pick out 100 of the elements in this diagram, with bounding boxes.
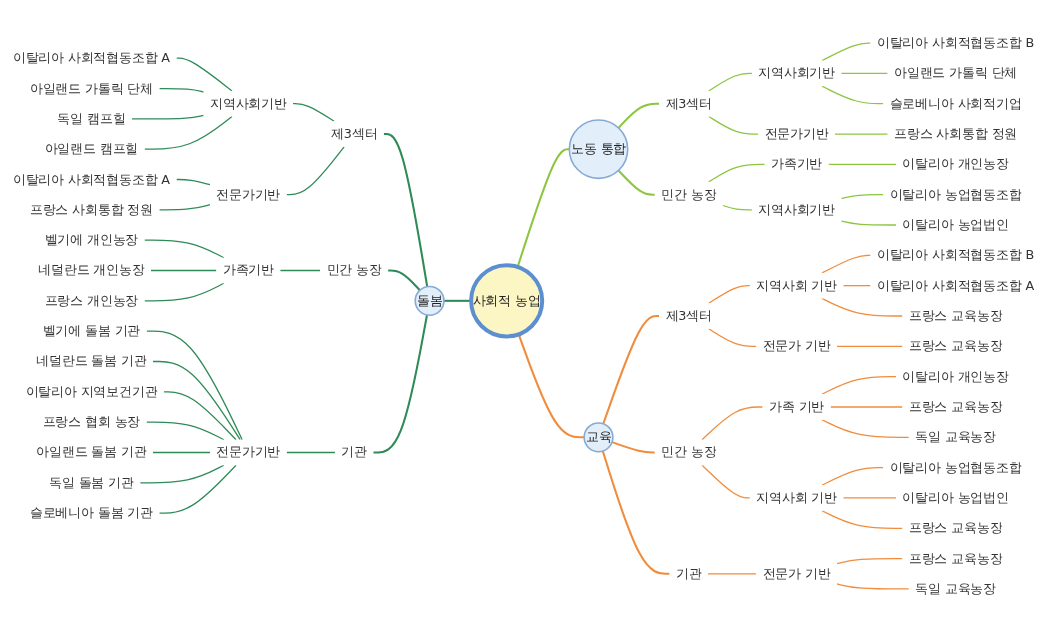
connector <box>827 163 897 165</box>
connector <box>821 42 872 62</box>
node-text: 네덜란드 돌봄 기관 <box>36 353 147 369</box>
connector <box>152 451 211 454</box>
node-text: 이탈리아 농업협동조합 <box>889 186 1022 202</box>
connector <box>143 282 225 302</box>
node-text: 프랑스 교육농장 <box>908 399 1003 415</box>
node-text: 가족 기반 <box>769 399 825 415</box>
node-text: 이탈리아 개인농장 <box>902 156 1009 172</box>
connector <box>842 285 872 287</box>
node-text: 이탈리아 지역보건기관 <box>25 383 158 400</box>
node-text: 독일 교육농장 <box>915 429 996 445</box>
node-text: 벨기에 개인농장 <box>44 232 139 248</box>
connector <box>139 464 225 484</box>
connector <box>708 328 757 347</box>
node-text: 제3섹터 <box>665 95 713 111</box>
node-text: 아일랜드 돌봄 기관 <box>36 444 147 460</box>
node-text: 민간 농장 <box>661 444 717 460</box>
connector <box>152 360 241 441</box>
node-text: 이탈리아 사회적협동조합 A <box>876 277 1035 293</box>
node-text: 전문가 기반 <box>762 338 831 354</box>
connector <box>131 114 205 120</box>
connector <box>163 391 237 441</box>
node-text: 기관 <box>676 565 702 581</box>
node-text: 아일랜드 가톨릭 단체 <box>894 65 1018 81</box>
connector <box>617 102 660 129</box>
connector <box>707 573 757 575</box>
connector <box>286 146 345 196</box>
node-text: 이탈리아 사회적협동조합 A <box>12 50 171 66</box>
node-circle: 돌봄 <box>414 285 445 316</box>
connector <box>708 72 753 92</box>
connector <box>701 464 751 499</box>
node-text: 기관 <box>341 444 367 460</box>
node-text: 이탈리아 사회적협동조합 B <box>876 35 1035 51</box>
node-text: 민간 농장 <box>326 262 382 278</box>
node-text: 이탈리아 사회적협동조합 A <box>12 171 171 187</box>
connector <box>286 451 336 454</box>
connector <box>383 133 429 287</box>
node-text: 독일 교육농장 <box>915 580 996 597</box>
connector <box>836 345 904 347</box>
connector <box>373 314 428 454</box>
node-circle: 노동 통합 <box>568 119 629 180</box>
connector <box>601 450 670 575</box>
connector <box>279 269 321 272</box>
connector <box>701 406 764 441</box>
connector <box>388 269 421 291</box>
node-text: 프랑스 교육농장 <box>908 338 1003 354</box>
node-text: 슬로베니아 사회적기업 <box>889 95 1022 111</box>
node-text: 제3섹터 <box>665 308 713 324</box>
connector <box>611 441 655 454</box>
connector <box>143 115 233 150</box>
connector <box>834 133 889 135</box>
node-text: 전문가 기반 <box>762 565 831 581</box>
connector <box>821 85 884 105</box>
connector <box>821 297 904 317</box>
node-text: 네덜란드 개인농장 <box>38 262 145 278</box>
node-text: 가족기반 <box>222 262 274 278</box>
node-text: 지역사회기반 <box>758 65 835 81</box>
node-text: 프랑스 협회 농장 <box>42 414 141 430</box>
node-text: 전문가기반 <box>216 444 281 460</box>
connector <box>516 148 570 268</box>
node-text: 지역사회 기반 <box>756 490 837 506</box>
connector <box>722 204 753 211</box>
connector <box>821 376 897 395</box>
node-text: 제3섹터 <box>330 126 378 142</box>
connector <box>840 72 889 74</box>
connector <box>840 194 884 200</box>
node-text: 이탈리아 농업협동조합 <box>889 459 1022 475</box>
connector <box>292 103 335 122</box>
node-text: 프랑스 교육농장 <box>908 308 1003 324</box>
connector <box>708 163 766 183</box>
connector <box>158 464 237 514</box>
connector <box>517 333 585 439</box>
node-text: 전문가기반 <box>764 126 829 142</box>
node-text: 지역사회기반 <box>758 201 835 218</box>
node-text: 이탈리아 농업법인 <box>902 490 1009 506</box>
connector <box>821 467 884 486</box>
connector <box>175 57 233 92</box>
connector <box>158 204 211 211</box>
connector <box>708 285 751 304</box>
connector <box>145 421 225 441</box>
node-text: 민간 농장 <box>661 186 717 202</box>
node-text: 이탈리아 개인농장 <box>902 368 1009 384</box>
node-text: 전문가기반 <box>216 186 281 202</box>
node-text: 프랑스 사회통합 정원 <box>29 201 153 218</box>
connector <box>821 419 910 438</box>
node-text: 아일랜드 가톨릭 단체 <box>29 80 153 96</box>
connector <box>143 239 225 259</box>
connector <box>836 583 910 590</box>
connector <box>175 178 211 186</box>
node-circle: 교육 <box>583 422 614 453</box>
node-text: 슬로베니아 돌봄 기관 <box>29 505 153 521</box>
node-text: 지역사회 기반 <box>756 277 837 293</box>
connector <box>708 115 759 135</box>
node-text: 이탈리아 사회적협동조합 B <box>876 247 1035 263</box>
node-text: 이탈리아 농업법인 <box>902 217 1009 233</box>
connector <box>829 406 904 408</box>
node-text: 가족기반 <box>771 156 823 172</box>
node-text: 프랑스 교육농장 <box>908 550 1003 566</box>
node-text: 지역사회기반 <box>210 95 287 111</box>
